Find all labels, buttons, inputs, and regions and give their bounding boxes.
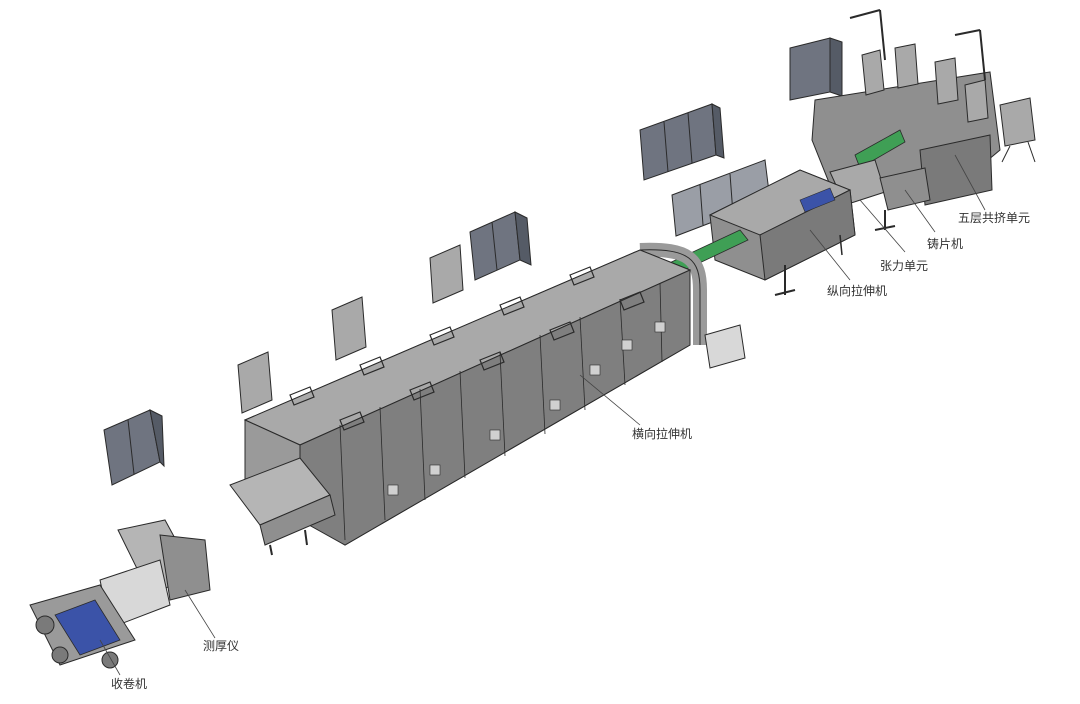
leader-lines xyxy=(99,154,986,676)
label-mdo: 纵向拉伸机 xyxy=(827,284,888,298)
tdo-cabinets xyxy=(103,211,532,486)
duct xyxy=(639,242,746,369)
winder xyxy=(29,584,136,669)
label-extrusion-unit: 五层共挤单元 xyxy=(958,211,1031,225)
label-tension-unit: 张力单元 xyxy=(880,259,929,273)
label-thickness-gauge: 测厚仪 xyxy=(203,639,240,653)
tdo-outfeed-frame xyxy=(229,457,336,556)
thickness-gauge xyxy=(99,519,211,629)
mdo-cabinets xyxy=(639,103,771,237)
label-tdo: 横向拉伸机 xyxy=(632,427,693,441)
label-casting-machine: 铸片机 xyxy=(927,237,964,251)
tdo-oven xyxy=(243,249,692,546)
mdo-unit xyxy=(664,169,856,296)
label-winder: 收卷机 xyxy=(111,677,148,691)
